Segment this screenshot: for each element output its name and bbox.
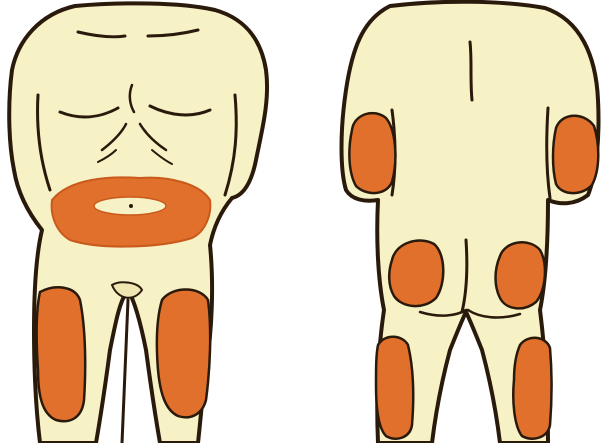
back-right-buttock-zone xyxy=(496,242,545,308)
front-leg-gap xyxy=(122,300,128,443)
back-view-figure xyxy=(342,2,599,443)
back-left-arm-zone xyxy=(349,113,395,193)
back-left-thigh-zone xyxy=(376,337,413,439)
front-view-figure xyxy=(9,3,267,443)
back-right-arm-zone xyxy=(553,116,598,193)
back-left-buttock-zone xyxy=(389,241,443,307)
front-right-thigh-zone xyxy=(157,290,210,418)
back-right-thigh-zone xyxy=(513,338,551,439)
back-spine xyxy=(470,42,472,100)
front-left-thigh-zone xyxy=(37,287,86,421)
front-navel xyxy=(129,204,133,208)
